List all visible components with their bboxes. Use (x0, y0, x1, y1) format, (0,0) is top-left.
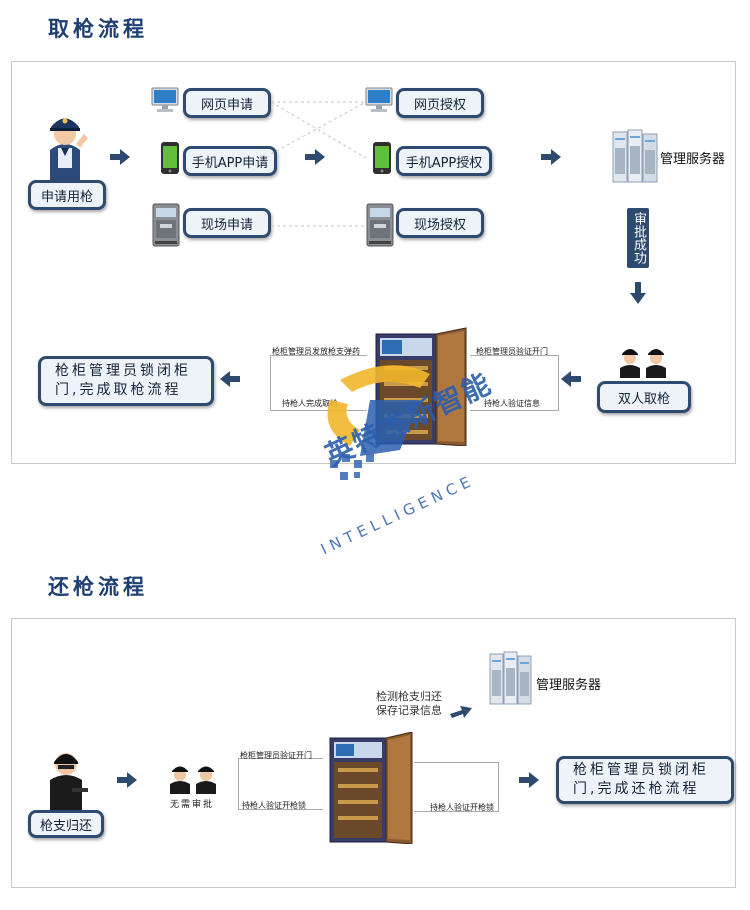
final-return-label: 枪柜管理员锁闭柜门,完成还枪流程 (573, 762, 709, 797)
return-note-left-top: 枪柜管理员验证开门 (240, 751, 312, 760)
arrow-down-icon (630, 282, 646, 304)
server-label: 管理服务器 (660, 152, 726, 167)
arrow-right-icon (541, 149, 561, 165)
cabinet-note-right-frame (470, 355, 559, 411)
detect-note-line1: 检测枪支归还 (376, 690, 442, 703)
approve-success-label: 审批成功 (631, 212, 646, 264)
brand-watermark-logo (327, 365, 430, 480)
terminal-kiosk-icon (152, 203, 180, 247)
smartphone-icon (373, 142, 391, 174)
two-guards-icon (170, 766, 216, 794)
swat-officer-icon (50, 753, 88, 810)
final-take-label: 枪柜管理员锁闭柜门,完成取枪流程 (55, 363, 191, 398)
return-note-right-frame (414, 762, 499, 812)
two-guards-icon (620, 349, 666, 378)
gun-return-box: 枪支归还 (28, 810, 104, 838)
auth-onsite-box: 现场授权 (396, 208, 484, 238)
auth-app-box: 手机APP授权 (396, 146, 492, 176)
dual-take-box: 双人取枪 (597, 381, 691, 413)
server-rack-icon (612, 129, 658, 183)
cabinet-note-left-frame (270, 355, 367, 411)
server-rack-icon (489, 651, 532, 705)
return-note-right-bottom: 持枪人验证开枪锁 (430, 803, 494, 812)
server-label: 管理服务器 (536, 678, 602, 693)
cabinet-note-left-bottom: 持枪人完成取枪 (282, 399, 338, 408)
detect-note: 检测枪支归还 保存记录信息 (376, 690, 442, 718)
request-onsite-box: 现场申请 (183, 208, 271, 238)
request-auth-connectors (271, 101, 367, 227)
auth-web-box: 网页授权 (396, 88, 484, 118)
gun-cabinet-icon (329, 732, 413, 844)
section-title-take: 取枪流程 (48, 17, 148, 41)
section-title-return: 还枪流程 (48, 575, 148, 599)
return-note-left-frame (238, 758, 323, 810)
final-return-box: 枪柜管理员锁闭柜门,完成还枪流程 (556, 756, 734, 804)
smartphone-icon (161, 142, 179, 174)
cabinet-note-right-bottom: 持枪人验证信息 (484, 399, 540, 408)
arrow-right-icon (519, 772, 539, 788)
cabinet-note-right-top: 枪柜管理员验证开门 (476, 347, 548, 356)
monitor-icon (151, 87, 179, 112)
request-web-box: 网页申请 (183, 88, 271, 118)
arrow-right-icon (305, 149, 325, 165)
final-take-box: 枪柜管理员锁闭柜门,完成取枪流程 (38, 356, 214, 406)
arrow-right-icon (110, 149, 130, 165)
no-approval-label: 无需审批 (170, 800, 215, 810)
police-officer-icon (50, 118, 88, 180)
arrow-right-icon (117, 772, 137, 788)
request-app-box: 手机APP申请 (183, 146, 277, 176)
monitor-icon (365, 87, 393, 112)
detect-note-line2: 保存记录信息 (376, 704, 442, 717)
terminal-kiosk-icon (366, 203, 394, 247)
approve-success-box: 审批成功 (627, 208, 649, 268)
apply-gun-box: 申请用枪 (28, 180, 106, 210)
return-note-left-bottom: 持枪人验证开枪锁 (242, 801, 306, 810)
arrow-left-icon (561, 371, 581, 387)
cabinet-note-left-top: 枪柜管理员发放枪支弹药 (272, 347, 360, 356)
arrow-up-right-icon (450, 706, 472, 718)
arrow-left-icon (220, 371, 240, 387)
